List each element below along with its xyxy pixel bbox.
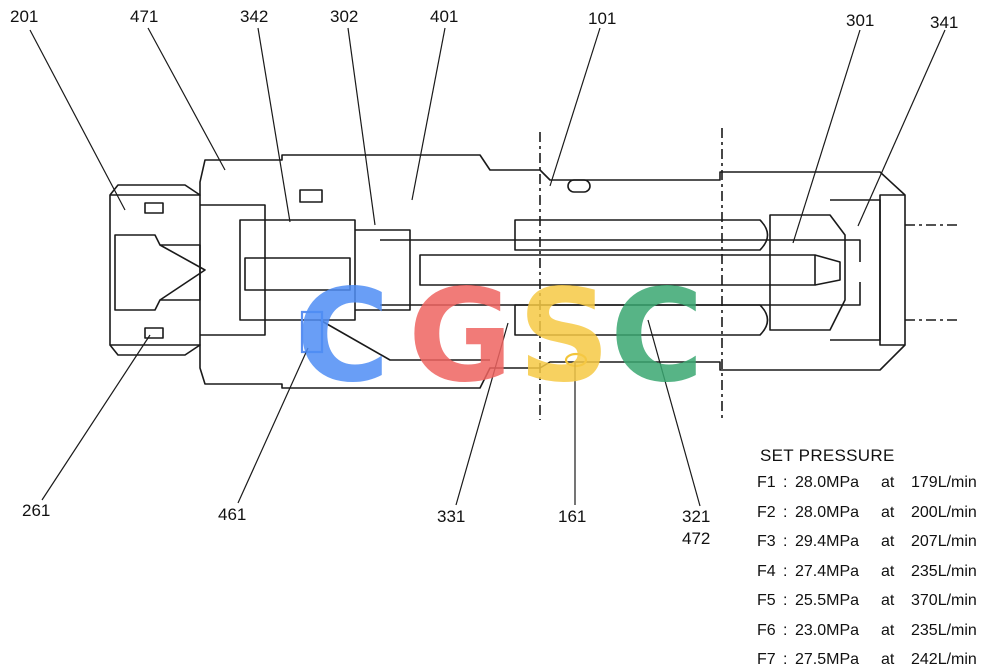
callout-341: 341 (930, 13, 959, 32)
set-pressure-at: at (881, 651, 895, 668)
set-pressure-pressure: 25.5MPa (795, 592, 860, 609)
set-pressure-at: at (881, 592, 895, 609)
central-rod-top (380, 239, 861, 262)
adjust-screw (114, 234, 201, 311)
housing-right-cap (879, 194, 906, 346)
leader-471 (147, 27, 226, 171)
set-pressure-sep: : (783, 474, 788, 491)
set-pressure-at: at (881, 533, 895, 550)
watermark-letter-c2: C (610, 262, 704, 411)
callout-461: 461 (218, 505, 247, 524)
set-pressure-flow: 200L/min (911, 503, 977, 521)
leader-261 (41, 334, 151, 501)
set-pressure-port: F4 (757, 562, 776, 580)
leader-201 (29, 29, 126, 211)
set-pressure-flow: 235L/min (911, 562, 977, 580)
set-pressure-flow: 370L/min (911, 592, 977, 609)
set-pressure-pressure: 27.4MPa (795, 562, 860, 580)
leader-331 (455, 322, 509, 506)
right-plug (830, 199, 881, 341)
set-pressure-sep: : (783, 503, 788, 521)
set-pressure-at: at (881, 503, 895, 521)
leader-342 (257, 27, 291, 223)
ball-top (567, 179, 591, 193)
set-pressure-sep: : (783, 592, 788, 609)
leader-341 (857, 29, 946, 227)
upper-spring-chamber (514, 219, 769, 251)
taper-lower (319, 319, 490, 361)
leader-461 (237, 347, 309, 504)
set-pressure-flow: 179L/min (911, 474, 977, 491)
housing-outline-top (109, 154, 906, 196)
seal-bottom-left (144, 327, 164, 339)
set-pressure-port: F3 (757, 533, 776, 550)
watermark-letter-g: G (408, 262, 514, 411)
callout-471: 471 (130, 7, 159, 26)
leader-101 (549, 27, 601, 187)
inner-tube (355, 229, 411, 311)
callout-261: 261 (22, 501, 51, 520)
set-pressure-title: SET PRESSURE (760, 446, 895, 465)
inner-bore (200, 204, 266, 336)
leader-401 (411, 27, 446, 201)
leader-301 (792, 29, 861, 244)
rod-tip (814, 254, 841, 286)
lower-spring-chamber (514, 304, 769, 336)
watermark-letter-s: S (518, 262, 611, 411)
callout-342: 342 (240, 7, 269, 26)
main-poppet (244, 257, 351, 291)
set-pressure-sep: : (783, 651, 788, 668)
callout-321: 321 (682, 507, 711, 526)
callout-201: 201 (10, 7, 39, 26)
set-pressure-pressure: 27.5MPa (795, 651, 860, 668)
callout-301: 301 (846, 11, 875, 30)
ball-161-highlight (564, 352, 588, 368)
callout-401: 401 (430, 7, 459, 26)
set-pressure-port: F6 (757, 621, 776, 639)
callout-302: 302 (330, 7, 359, 26)
set-pressure-port: F7 (757, 651, 776, 668)
spring-seat (769, 214, 846, 331)
set-pressure-at: at (881, 621, 895, 639)
set-pressure-pressure: 23.0MPa (795, 621, 860, 639)
callout-101: 101 (588, 9, 617, 28)
set-pressure-pressure: 28.0MPa (795, 474, 860, 491)
seal-top-mid (299, 189, 323, 203)
callout-161: 161 (558, 507, 587, 526)
adjust-screw-tip (159, 244, 206, 301)
seal-461-highlight (300, 310, 324, 354)
set-pressure-flow: 235L/min (911, 621, 977, 639)
set-pressure-at: at (881, 562, 895, 580)
set-pressure-port: F1 (757, 474, 776, 491)
watermark-letter-c1: C (296, 262, 390, 411)
set-pressure-sep: : (783, 533, 788, 550)
housing-left-cap (109, 194, 201, 346)
set-pressure-port: F5 (757, 592, 776, 609)
set-pressure-flow: 207L/min (911, 533, 977, 550)
piston-sleeve (239, 219, 356, 321)
set-pressure-pressure: 28.0MPa (795, 503, 860, 521)
set-pressure-flow: 242L/min (911, 651, 977, 668)
housing-outline-bottom (109, 344, 906, 389)
callout-331: 331 (437, 507, 466, 526)
set-pressure-sep: : (783, 621, 788, 639)
leader-302 (347, 27, 376, 226)
set-pressure-sep: : (783, 562, 788, 580)
leader-321 (647, 319, 701, 507)
set-pressure-at: at (881, 474, 895, 491)
set-pressure-port: F2 (757, 503, 776, 521)
set-pressure-pressure: 29.4MPa (795, 533, 860, 550)
callout-472: 472 (682, 529, 711, 548)
seal-top-left (144, 202, 164, 214)
